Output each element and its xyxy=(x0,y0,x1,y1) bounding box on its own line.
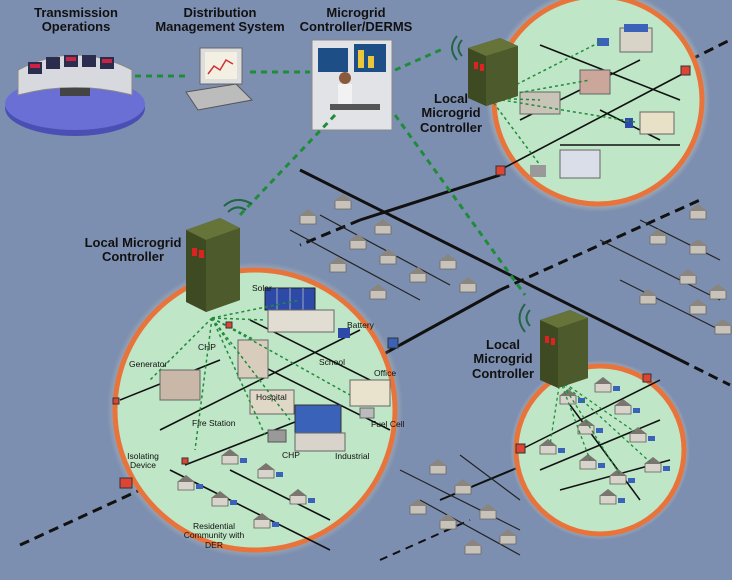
microgrid-right xyxy=(510,360,690,540)
microgrid-left xyxy=(107,262,403,558)
chp-label-1: CHP xyxy=(198,342,216,352)
office-label: Office xyxy=(374,368,397,378)
controller-cabinet-right xyxy=(518,303,588,388)
dms-workstation xyxy=(185,47,254,111)
transmission-operations-room xyxy=(5,54,145,136)
solar-label: Solar xyxy=(252,283,272,293)
industrial-label: Industrial xyxy=(335,451,370,461)
controller-cabinet-left xyxy=(186,199,253,312)
hospital-label: Hospital xyxy=(256,392,287,402)
chp-label-2: CHP xyxy=(282,450,300,460)
fire-station-label: Fire Station xyxy=(192,418,236,428)
controller-cabinet-top xyxy=(451,35,518,106)
battery-label: Battery xyxy=(347,320,374,330)
communication-links xyxy=(135,46,527,296)
feeder-branches xyxy=(289,214,721,556)
microgrid-top xyxy=(486,0,710,212)
fuel-cell-label: Fuel Cell xyxy=(371,419,405,429)
generator-label: Generator xyxy=(129,359,168,369)
school-label: School xyxy=(319,357,345,367)
derms-workstation xyxy=(311,39,393,131)
